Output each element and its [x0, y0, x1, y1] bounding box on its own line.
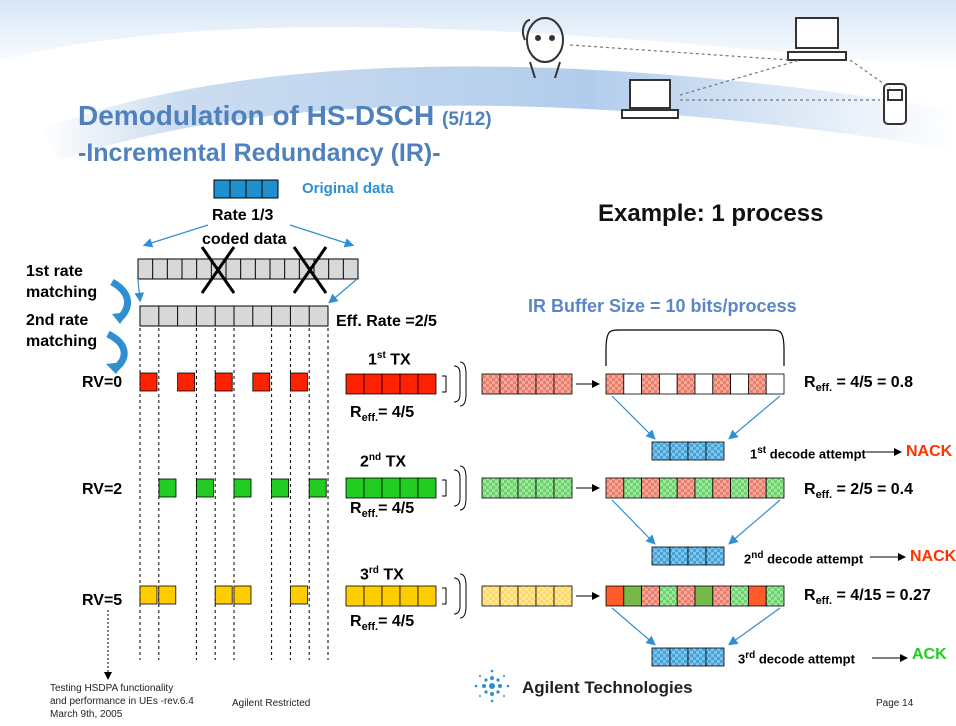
rv2-bit — [158, 478, 177, 498]
rate-label-2: coded data — [202, 231, 287, 248]
tx1-reff: Reff.= 4/5 — [350, 404, 415, 425]
page-subtitle: -Incremental Redundancy (IR)- — [78, 139, 441, 167]
ir-input-3 — [481, 585, 573, 607]
decode-result-2: NACK — [910, 548, 956, 565]
tx-block-2 — [345, 465, 467, 511]
rv5-label: RV=5 — [82, 592, 123, 609]
rv2-bit — [308, 478, 327, 498]
buffer-reff-3: Reff. = 4/15 = 0.27 — [804, 587, 931, 608]
original-data-label: Original data — [302, 180, 394, 197]
original-data-block — [213, 179, 279, 199]
decoded-block-2 — [651, 546, 725, 566]
rv0-label: RV=0 — [82, 374, 123, 391]
rv0-bit — [177, 372, 196, 392]
ir-buffer-2 — [605, 477, 785, 499]
mobile-phone-icon — [883, 83, 907, 125]
brand-name: Agilent Technologies — [522, 678, 693, 697]
footer-restricted: Agilent Restricted — [232, 698, 311, 709]
tx2-label: 2nd TX — [360, 452, 407, 471]
computer-icon — [621, 79, 679, 119]
puncture-x-1 — [200, 246, 236, 294]
ir-buffer-3 — [605, 585, 785, 607]
buffer-reff-2: Reff. = 2/5 = 0.4 — [804, 481, 914, 502]
rv5-bit — [158, 585, 177, 605]
rv2-label: RV=2 — [82, 481, 123, 498]
footer-line-2: and performance in UEs -rev.6.4 — [50, 696, 194, 707]
person-icon — [521, 17, 564, 79]
ir-input-2 — [481, 477, 573, 499]
rv5-bit — [139, 585, 158, 605]
second-rm-label-1: 2nd rate — [26, 312, 89, 329]
rv0-bit — [214, 372, 233, 392]
decode-attempt-2: 2nd decode attempt — [744, 550, 864, 567]
example-label: Example: 1 process — [598, 200, 824, 227]
rv2-bit — [271, 478, 290, 498]
footer-line-1: Testing HSDPA functionality — [50, 683, 174, 694]
decode-result-1: NACK — [906, 443, 953, 460]
tx3-label: 3rd TX — [360, 565, 404, 584]
rv2-bit — [233, 478, 252, 498]
rv5-bit — [233, 585, 252, 605]
header-banner — [0, 0, 956, 175]
decode-attempt-3: 3rd decode attempt — [738, 650, 855, 667]
footer-doc-info: Testing HSDPA functionality and performa… — [50, 682, 194, 721]
buffer-bracket — [605, 329, 785, 366]
tx1-label: 1st TX — [368, 350, 411, 369]
rv2-bit — [195, 478, 214, 498]
second-rm-label-2: matching — [26, 333, 98, 350]
tx-block-3 — [345, 573, 467, 619]
eff-rate-label: Eff. Rate =2/5 — [336, 313, 437, 330]
puncture-x-2 — [292, 246, 328, 294]
rv0-bit — [252, 372, 271, 392]
rate-label-1: Rate 1/3 — [212, 207, 274, 224]
ir-buffer-1 — [605, 373, 785, 395]
tx3-reff: Reff.= 4/5 — [350, 613, 415, 634]
ir-buffer-label: IR Buffer Size = 10 bits/process — [528, 296, 797, 316]
tx2-reff: Reff.= 4/5 — [350, 500, 415, 521]
decode-result-3: ACK — [912, 646, 947, 663]
footer-line-3: March 9th, 2005 — [50, 709, 123, 720]
rv5-bit — [289, 585, 308, 605]
rv0-bit — [139, 372, 158, 392]
decode-attempt-1: 1st decode attempt — [750, 445, 866, 462]
decoded-block-3 — [651, 647, 725, 667]
first-rm-label-1: 1st rate — [26, 263, 83, 280]
rv0-bit — [289, 372, 308, 392]
coded-data-row — [137, 258, 359, 280]
decoded-block-1 — [651, 441, 725, 461]
computer-icon-2 — [787, 17, 847, 61]
agilent-logo-icon — [474, 669, 510, 703]
page-title: Demodulation of HS-DSCH (5/12) — [78, 100, 492, 131]
first-rm-label-2: matching — [26, 284, 98, 301]
rv5-bit — [214, 585, 233, 605]
buffer-reff-1: Reff. = 4/5 = 0.8 — [804, 374, 914, 395]
ir-input-1 — [481, 373, 573, 395]
tx-block-1 — [345, 361, 467, 407]
page-number: Page 14 — [876, 698, 914, 709]
